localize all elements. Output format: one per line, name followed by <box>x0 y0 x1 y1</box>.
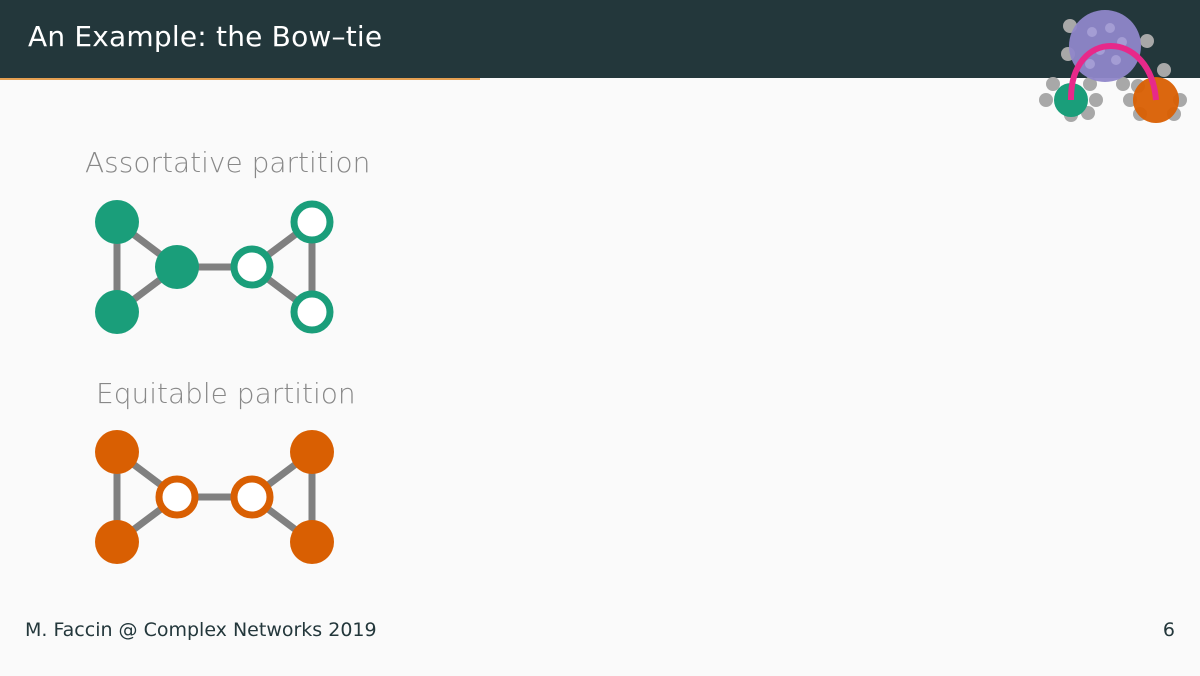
filled-node <box>95 430 139 474</box>
equitable-partition-label: Equitable partition <box>96 377 356 410</box>
page-number: 6 <box>1162 619 1175 641</box>
filled-node <box>290 430 334 474</box>
hollow-node <box>290 290 334 334</box>
assortative-graph <box>95 200 334 334</box>
assortative-edges <box>113 219 316 315</box>
assortative-partition-label: Assortative partition <box>85 146 371 179</box>
title-bar: An Example: the Bow–tie <box>0 0 1200 78</box>
filled-node <box>95 520 139 564</box>
hollow-node <box>155 475 199 519</box>
equitable-edges <box>113 449 316 545</box>
filled-node <box>95 200 139 244</box>
filled-node <box>95 290 139 334</box>
hollow-node <box>290 200 334 244</box>
footer-author: M. Faccin @ Complex Networks 2019 <box>25 619 377 641</box>
title-underline <box>0 78 480 80</box>
equitable-graph <box>95 430 334 564</box>
hollow-node <box>230 475 274 519</box>
hollow-node <box>230 245 274 289</box>
network-logo-icon <box>1039 10 1187 123</box>
logo-arc <box>1067 43 1159 101</box>
slide-title: An Example: the Bow–tie <box>28 20 383 53</box>
filled-node <box>155 245 199 289</box>
filled-node <box>290 520 334 564</box>
